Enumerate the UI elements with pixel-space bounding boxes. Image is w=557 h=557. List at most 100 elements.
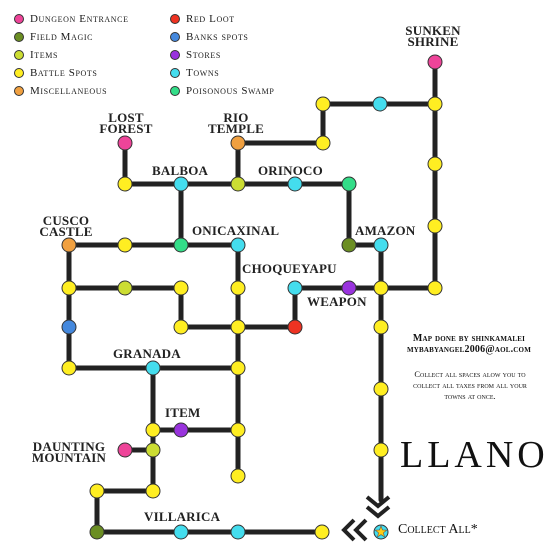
battle-space[interactable] xyxy=(315,135,331,151)
battle-space[interactable] xyxy=(230,360,246,376)
balboa-town[interactable] xyxy=(173,176,189,192)
battle-space[interactable] xyxy=(61,360,77,376)
villarica-town[interactable] xyxy=(173,524,189,540)
battle-space[interactable] xyxy=(373,442,389,458)
item-space[interactable] xyxy=(117,280,133,296)
battle-space[interactable] xyxy=(427,218,443,234)
lost-forest-entrance[interactable] xyxy=(117,135,133,151)
place-orinoco: Orinoco xyxy=(258,163,323,178)
chevron-left-icon xyxy=(341,518,368,542)
battle-space[interactable] xyxy=(173,319,189,335)
place-label: Lost xyxy=(108,110,144,125)
place-weapon: Weapon xyxy=(307,294,367,309)
amazon-town[interactable] xyxy=(373,237,389,253)
daunting-mountain-entrance[interactable] xyxy=(117,442,133,458)
battle-space[interactable] xyxy=(230,422,246,438)
place-label: Daunting xyxy=(32,439,106,454)
red-loot-space[interactable] xyxy=(287,319,303,335)
battle-space[interactable] xyxy=(145,483,161,499)
swamp-space[interactable] xyxy=(173,237,189,253)
onicaxinal-town[interactable] xyxy=(230,237,246,253)
battle-space[interactable] xyxy=(373,319,389,335)
items-swatch xyxy=(14,50,24,60)
legend-item-misc: Miscellaneous xyxy=(14,85,107,97)
battle-swatch xyxy=(14,68,24,78)
sunken-shrine-entrance[interactable] xyxy=(427,54,443,70)
collect-all-note: Collect all spaces alow you to collect a… xyxy=(388,369,552,402)
legend-item-field-magic: Field Magic xyxy=(14,31,93,43)
misc-swatch xyxy=(14,86,24,96)
legend-label: Red Loot xyxy=(186,13,235,25)
place-onicaxinal: Onicaxinal xyxy=(192,223,280,238)
bank-space[interactable] xyxy=(61,319,77,335)
battle-space[interactable] xyxy=(117,176,133,192)
board-spaces xyxy=(61,54,443,540)
legend-item-dungeon: Dungeon Entrance xyxy=(14,13,129,25)
battle-space[interactable] xyxy=(373,381,389,397)
item-space[interactable] xyxy=(230,176,246,192)
legend-label: Stores xyxy=(186,49,221,61)
legend-item-stores: Stores xyxy=(170,49,221,61)
legend-item-battle: Battle Spots xyxy=(14,67,97,79)
battle-space[interactable] xyxy=(89,483,105,499)
battle-space[interactable] xyxy=(117,237,133,253)
item-space[interactable] xyxy=(145,442,161,458)
battle-space[interactable] xyxy=(314,524,330,540)
legend-item-red-loot: Red Loot xyxy=(170,13,235,25)
choqueyapu-town[interactable] xyxy=(287,280,303,296)
battle-space[interactable] xyxy=(427,156,443,172)
battle-space[interactable] xyxy=(230,468,246,484)
swamp-swatch xyxy=(170,86,180,96)
chevron-down-icon xyxy=(365,495,391,519)
collect-all-space[interactable] xyxy=(373,524,389,540)
place-amazon: Amazon xyxy=(355,223,416,238)
place-label: Forest xyxy=(99,121,153,136)
place-lost-forest: Lost Forest xyxy=(94,110,158,136)
collect-all-label: Collect All* xyxy=(398,522,478,537)
place-label: Castle xyxy=(39,224,93,239)
battle-space[interactable] xyxy=(427,96,443,112)
field-magic-space[interactable] xyxy=(341,237,357,253)
place-choqueyapu: Choqueyapu xyxy=(242,261,337,276)
battle-space[interactable] xyxy=(230,280,246,296)
battle-space[interactable] xyxy=(145,422,161,438)
battle-space[interactable] xyxy=(230,319,246,335)
stores-swatch xyxy=(170,50,180,60)
arrows-group xyxy=(341,495,391,542)
cusco-castle-space[interactable] xyxy=(61,237,77,253)
battle-space[interactable] xyxy=(173,280,189,296)
swamp-space[interactable] xyxy=(341,176,357,192)
board-title: LLANO xyxy=(400,434,549,476)
legend-item-bank: Banks spots xyxy=(170,31,248,43)
orinoco-town[interactable] xyxy=(287,176,303,192)
legend-label: Dungeon Entrance xyxy=(30,13,129,25)
battle-space[interactable] xyxy=(61,280,77,296)
red-loot-swatch xyxy=(170,14,180,24)
field-magic-space[interactable] xyxy=(89,524,105,540)
legend-label: Miscellaneous xyxy=(30,85,108,97)
town-space[interactable] xyxy=(372,96,388,112)
rio-temple-space[interactable] xyxy=(230,135,246,151)
note-line: Collect all spaces alow you to xyxy=(414,369,526,379)
place-balboa: Balboa xyxy=(152,163,209,178)
note-line: collect all taxes from all your xyxy=(413,380,527,390)
star-icon xyxy=(374,525,388,538)
credit-line: mybabyangel2006@aol.com xyxy=(406,344,532,355)
battle-space[interactable] xyxy=(315,96,331,112)
weapon-store[interactable] xyxy=(341,280,357,296)
town-space[interactable] xyxy=(230,524,246,540)
note-line: towns at once. xyxy=(444,391,496,401)
bank-swatch xyxy=(170,32,180,42)
map-credit: Map done by shinkamalei mybabyangel2006@… xyxy=(384,333,554,355)
battle-space[interactable] xyxy=(427,280,443,296)
item-store[interactable] xyxy=(173,422,189,438)
field-magic-swatch xyxy=(14,32,24,42)
legend-item-towns: Towns xyxy=(170,67,219,79)
legend-item-items: Items xyxy=(14,49,58,61)
granada-town[interactable] xyxy=(145,360,161,376)
legend-item-swamp: Poisonous Swamp xyxy=(170,85,274,97)
legend-label: Towns xyxy=(186,67,220,79)
towns-swatch xyxy=(170,68,180,78)
battle-space[interactable] xyxy=(373,280,389,296)
place-label: Shrine xyxy=(407,34,459,49)
